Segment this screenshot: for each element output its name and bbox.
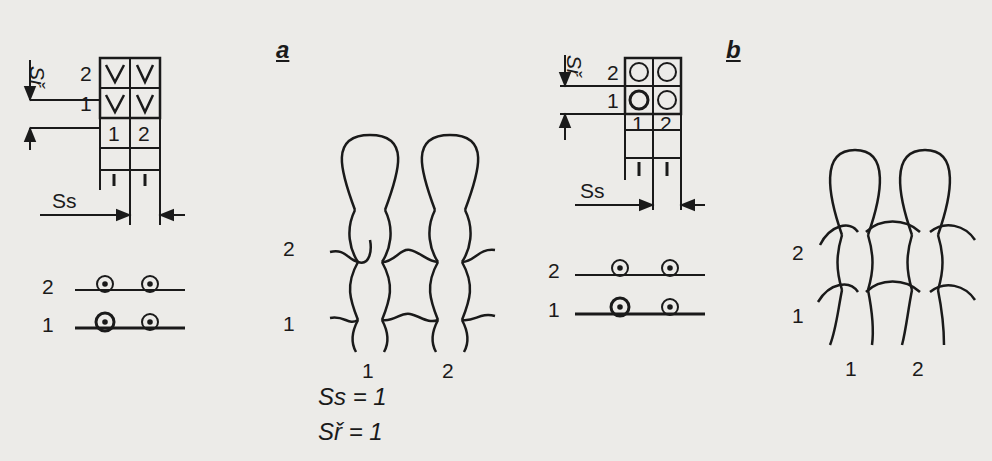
spacing-symbol: Ss	[580, 180, 605, 201]
column-number: 2	[138, 123, 150, 144]
loop-structure	[330, 135, 495, 352]
row-number: 2	[80, 63, 92, 84]
notation-grid	[30, 58, 185, 225]
column-number: 1	[362, 360, 374, 381]
row-number: 2	[548, 260, 560, 281]
row-number: 2	[792, 242, 804, 263]
row-number: 1	[283, 313, 295, 334]
column-number: 2	[660, 113, 672, 134]
column-number: 1	[632, 113, 644, 134]
row-number: 2	[607, 62, 619, 83]
spacing-symbol: Sř	[27, 66, 48, 87]
row-number: 1	[80, 93, 92, 114]
panel-letter: a	[276, 38, 289, 62]
spacing-value: Ss = 1	[318, 385, 387, 409]
panel-letter: b	[726, 38, 741, 62]
row-number: 1	[42, 314, 54, 335]
row-number: 1	[792, 305, 804, 326]
column-number: 2	[912, 358, 924, 379]
column-number: 1	[845, 358, 857, 379]
spacing-value: Sř = 1	[318, 420, 383, 444]
column-number: 1	[108, 123, 120, 144]
needle-row	[575, 260, 705, 316]
spacing-symbol: Sř	[564, 55, 585, 76]
row-number: 1	[548, 299, 560, 320]
loop-structure	[818, 150, 975, 345]
spacing-symbol: Ss	[52, 190, 77, 211]
row-number: 1	[607, 90, 619, 111]
row-number: 2	[283, 238, 295, 259]
needle-row	[75, 276, 185, 331]
row-number: 2	[42, 276, 54, 297]
notation-grid	[560, 55, 705, 210]
column-number: 2	[442, 360, 454, 381]
